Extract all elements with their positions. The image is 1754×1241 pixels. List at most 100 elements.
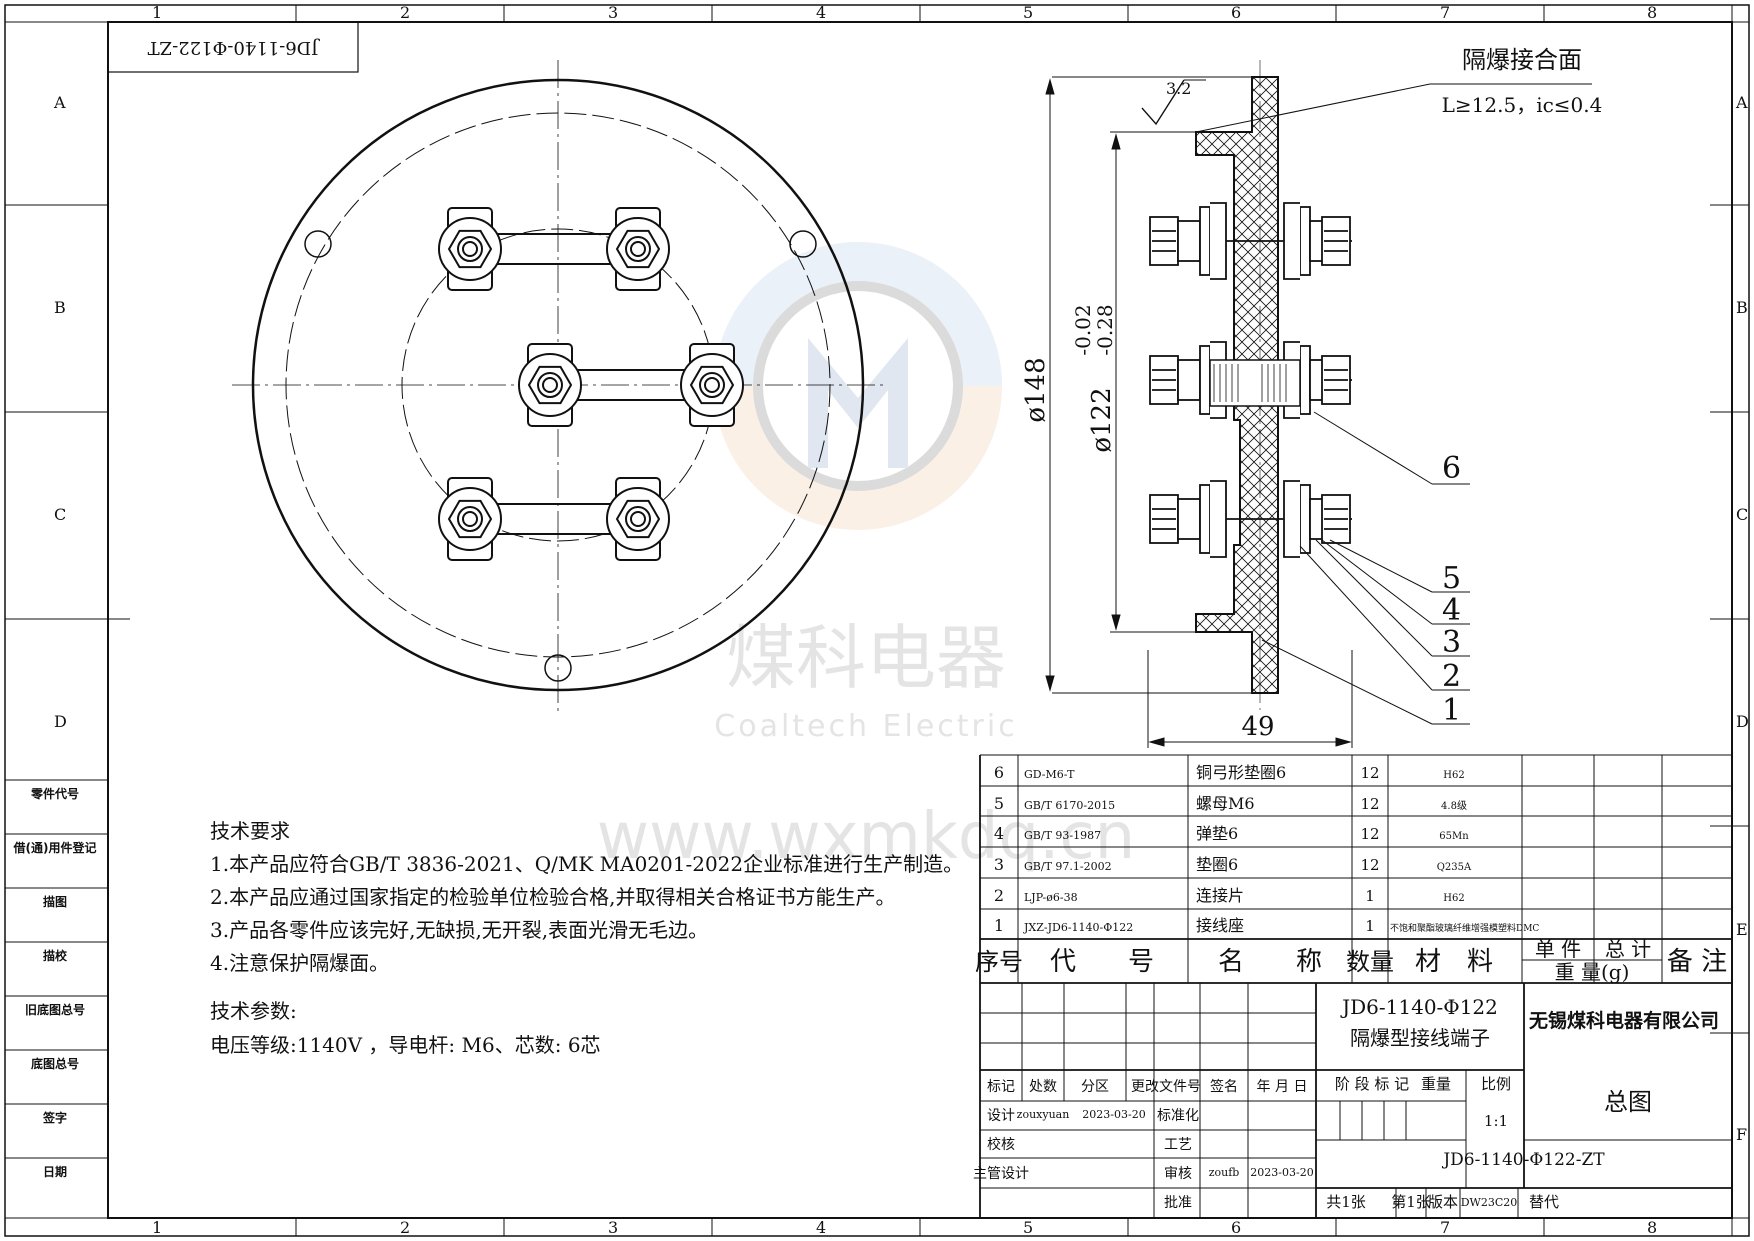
col-label: 6 bbox=[1231, 3, 1241, 22]
mirrored-drawing-code: JD6-1140-Φ122-ZT bbox=[148, 37, 321, 58]
col-label: 2 bbox=[400, 1218, 410, 1237]
tb-header-date: 年 月 日 bbox=[1257, 1079, 1308, 1095]
side-label: 借(通)用件登记 bbox=[13, 840, 97, 855]
tb-sheet-no: 第1张 bbox=[1391, 1193, 1431, 1211]
bom-cell-qty: 1 bbox=[1365, 887, 1375, 905]
bom-cell-no: 1 bbox=[994, 916, 1004, 935]
col-label: 7 bbox=[1440, 3, 1450, 22]
bom-cell-qty: 12 bbox=[1360, 856, 1379, 874]
row-label: B bbox=[1736, 298, 1748, 317]
tb-header-mark: 标记 bbox=[987, 1079, 1015, 1095]
col-label: 4 bbox=[816, 1218, 826, 1237]
tb-header-doc: 更改文件号 bbox=[1131, 1079, 1201, 1095]
watermark: 煤科电器 Coaltech Electric www.wxmkdq.cn bbox=[597, 242, 1135, 874]
terminal-nut bbox=[606, 477, 670, 561]
tech-req-title: 技术要求 bbox=[210, 819, 290, 843]
left-side-labels: 零件代号 借(通)用件登记 描图 描校 旧底图总号 底图总号 签字 日期 bbox=[5, 779, 108, 1179]
bom-cell-mat: H62 bbox=[1443, 893, 1464, 904]
bom-header-no: 序号 bbox=[975, 948, 1023, 976]
bom-cell-no: 6 bbox=[994, 763, 1004, 782]
col-label: 4 bbox=[816, 3, 826, 22]
tb-drawing-type: 总图 bbox=[1604, 1088, 1652, 1116]
terminal-nut bbox=[518, 343, 582, 427]
bom-cell-mat: 65Mn bbox=[1439, 831, 1469, 842]
tb-label-approve: 批准 bbox=[1164, 1195, 1192, 1211]
terminal-nut bbox=[438, 207, 502, 291]
watermark-url: www.wxmkdq.cn bbox=[597, 800, 1135, 874]
tb-label-design: 设计 bbox=[987, 1108, 1015, 1124]
tb-label-audit: 审核 bbox=[1164, 1166, 1192, 1182]
bom-cell-no: 5 bbox=[994, 794, 1004, 813]
row-label: B bbox=[54, 298, 66, 317]
col-label: 6 bbox=[1231, 1218, 1241, 1237]
product-code: JD6-1140-Φ122 bbox=[1340, 995, 1498, 1019]
tech-param-title: 技术参数: bbox=[210, 999, 297, 1023]
bom-cell-code: LJP-ø6-38 bbox=[1024, 891, 1078, 904]
dim-inner-diameter: ø122 bbox=[1087, 387, 1117, 452]
bom-cell-name: 螺母M6 bbox=[1196, 794, 1255, 813]
bom-header-weight: 重 量(g) bbox=[1555, 960, 1630, 984]
tb-audit-date: 2023-03-20 bbox=[1250, 1166, 1313, 1179]
title-block: JD6-1140-Φ122 隔爆型接线端子 无锡煤科电器有限公司 标记 处数 分… bbox=[973, 983, 1732, 1218]
col-label: 1 bbox=[152, 1218, 162, 1237]
tb-design-date: 2023-03-20 bbox=[1082, 1108, 1145, 1121]
tb-header-sign: 签名 bbox=[1210, 1078, 1238, 1095]
tb-version: DW23C20 bbox=[1461, 1196, 1518, 1209]
dim-outer-diameter: ø148 bbox=[1021, 357, 1051, 422]
bolt-assembly bbox=[1149, 202, 1352, 280]
balloon: 2 bbox=[1442, 659, 1461, 694]
side-view: ø148 ø122 -0.02 -0.28 49 3.2 隔爆接合面 L≥12.… bbox=[1021, 46, 1602, 748]
watermark-en: Coaltech Electric bbox=[714, 709, 1017, 744]
bom-cell-mat: H62 bbox=[1443, 770, 1464, 781]
tb-scale-value: 1:1 bbox=[1484, 1112, 1508, 1130]
tb-replace: 替代 bbox=[1529, 1193, 1559, 1211]
tb-weight-label: 重量 bbox=[1421, 1075, 1451, 1093]
tb-label-standard: 标准化 bbox=[1157, 1108, 1199, 1124]
tb-sheets-total: 共1张 bbox=[1326, 1193, 1366, 1211]
row-label: A bbox=[53, 93, 66, 112]
row-label: D bbox=[54, 712, 67, 731]
side-label: 日期 bbox=[43, 1164, 67, 1179]
bom-header-unit: 单 件 bbox=[1535, 937, 1581, 961]
joint-spec-label: L≥12.5，ic≤0.4 bbox=[1442, 93, 1603, 117]
company-name: 无锡煤科电器有限公司 bbox=[1529, 1009, 1719, 1032]
col-label: 3 bbox=[608, 3, 618, 22]
col-label: 1 bbox=[152, 3, 162, 22]
bom-cell-no: 2 bbox=[994, 886, 1004, 905]
balloon: 4 bbox=[1442, 593, 1461, 628]
dim-tol-lower: -0.28 bbox=[1093, 304, 1117, 355]
row-label: D bbox=[1736, 712, 1749, 731]
bom-cell-code: JXZ-JD6-1140-Φ122 bbox=[1023, 921, 1133, 934]
bom-cell-code: GB/T 93-1987 bbox=[1024, 829, 1101, 842]
technical-requirements: 技术要求 1.本产品应符合GB/T 3836-2021、Q/MK MA0201-… bbox=[210, 819, 963, 1057]
bom-header-name: 名 称 bbox=[1218, 947, 1322, 977]
bom-cell-code: GB/T 97.1-2002 bbox=[1024, 860, 1112, 873]
balloon: 6 bbox=[1442, 451, 1461, 486]
front-view bbox=[232, 60, 888, 712]
dim-thickness: 49 bbox=[1241, 712, 1274, 742]
bom-cell-name: 垫圈6 bbox=[1196, 855, 1238, 874]
bom-cell-mat: 4.8级 bbox=[1441, 800, 1467, 812]
product-name: 隔爆型接线端子 bbox=[1350, 1026, 1490, 1050]
bom-cell-code: GB/T 6170-2015 bbox=[1024, 799, 1115, 812]
balloon: 1 bbox=[1442, 693, 1461, 728]
row-label: F bbox=[1736, 1125, 1747, 1144]
tb-header-zone: 分区 bbox=[1081, 1079, 1109, 1095]
bom-cell-no: 3 bbox=[994, 855, 1004, 874]
watermark-cn: 煤科电器 bbox=[726, 617, 1006, 699]
tb-stage-label: 阶 段 标 记 bbox=[1335, 1075, 1409, 1093]
balloon: 3 bbox=[1442, 625, 1461, 660]
tb-auditor: zoufb bbox=[1209, 1166, 1240, 1179]
bom-cell-qty: 1 bbox=[1365, 917, 1375, 935]
col-label: 8 bbox=[1647, 3, 1657, 22]
tech-req-line: 4.注意保护隔爆面。 bbox=[210, 951, 389, 975]
bom-header-material: 材 料 bbox=[1415, 947, 1493, 977]
mirrored-code-box: JD6-1140-Φ122-ZT bbox=[107, 21, 359, 73]
balloon: 5 bbox=[1442, 561, 1461, 596]
tb-label-chief: 主管设计 bbox=[973, 1166, 1029, 1182]
dim-tol-upper: -0.02 bbox=[1071, 304, 1095, 355]
tb-drawing-number: JD6-1140-Φ122-ZT bbox=[1441, 1150, 1605, 1170]
